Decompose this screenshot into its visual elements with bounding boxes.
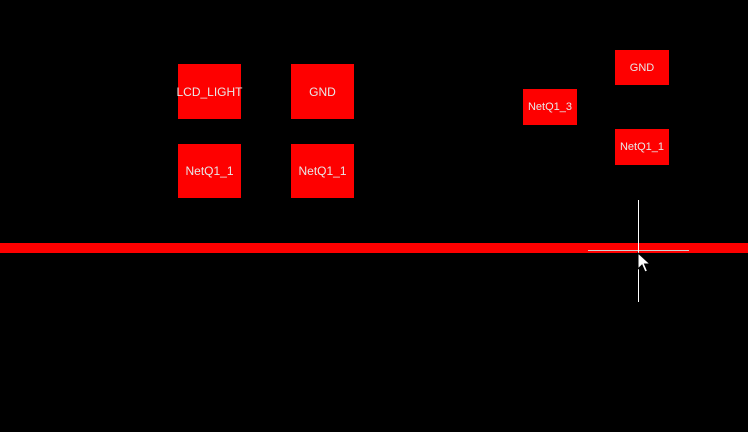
pad-net-label: GND <box>309 84 336 99</box>
pad-netq1-1[interactable]: NetQ1_1 <box>615 129 669 165</box>
pad-lcd-light[interactable]: LCD_LIGHT <box>176 64 243 119</box>
mouse-pointer-arrow-icon <box>637 252 651 273</box>
pad-netq1-3[interactable]: NetQ1_3 <box>523 89 577 125</box>
pad-net-label: NetQ1_1 <box>619 141 665 153</box>
pad-net-label: GND <box>629 61 655 74</box>
pad-netq1-1[interactable]: NetQ1_1 <box>178 144 241 198</box>
pad-net-label: NetQ1_1 <box>185 164 234 178</box>
pad-net-label: LCD_LIGHT <box>176 84 243 99</box>
pad-netq1-1[interactable]: NetQ1_1 <box>291 144 354 198</box>
crosshair-vertical <box>638 200 639 302</box>
pad-net-label: NetQ1_1 <box>298 164 347 178</box>
pad-gnd[interactable]: GND <box>615 50 669 85</box>
copper-trace[interactable] <box>0 243 748 253</box>
pad-net-label: NetQ1_3 <box>527 101 573 113</box>
pad-gnd[interactable]: GND <box>291 64 354 119</box>
